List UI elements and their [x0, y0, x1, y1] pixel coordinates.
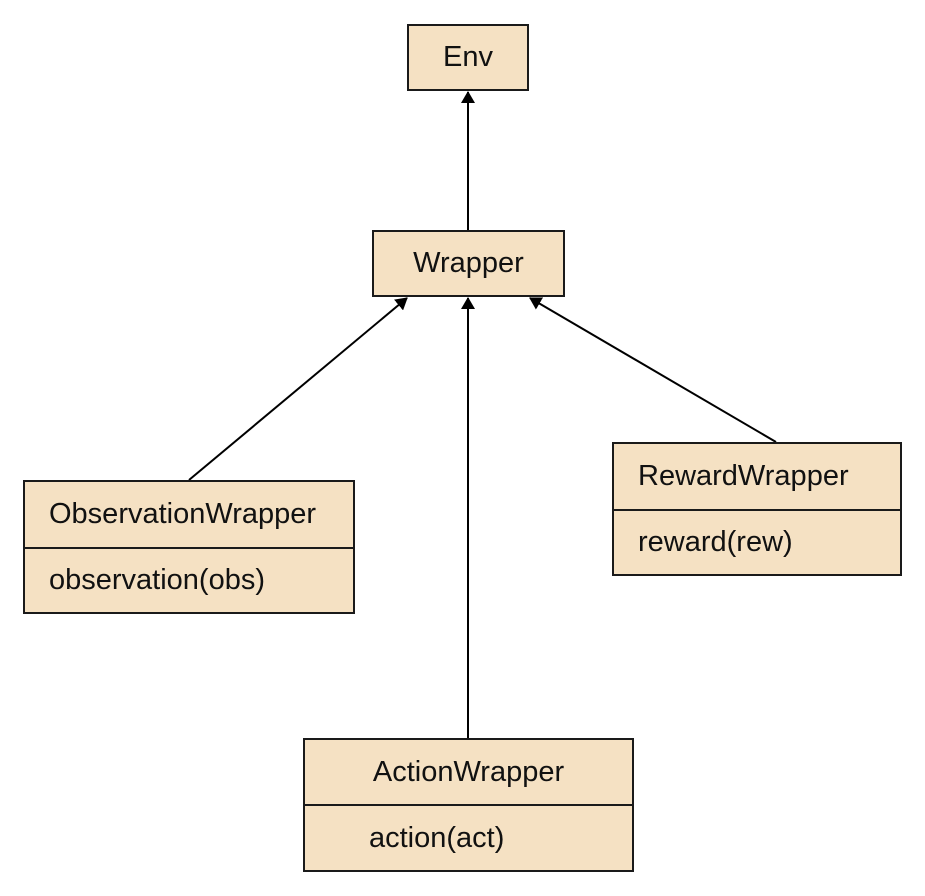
env-class-name: Env: [443, 41, 493, 73]
edge-observationwrapper-to-wrapper: [188, 297, 408, 481]
actionwrapper-class-box: ActionWrapper action(act): [303, 738, 634, 872]
observationwrapper-class-box: ObservationWrapper observation(obs): [23, 480, 355, 614]
edge-rewardwrapper-to-wrapper: [529, 297, 777, 443]
rewardwrapper-class-name: RewardWrapper: [638, 460, 849, 492]
wrapper-class-box: Wrapper: [372, 230, 565, 297]
wrapper-class-name: Wrapper: [413, 247, 524, 279]
actionwrapper-class-name: ActionWrapper: [372, 755, 565, 788]
observationwrapper-class-name: ObservationWrapper: [49, 498, 317, 530]
env-class-box: Env: [407, 24, 529, 91]
actionwrapper-method: action(act): [305, 804, 632, 870]
observationwrapper-method: observation(obs): [25, 547, 353, 612]
rewardwrapper-method: reward(rew): [614, 509, 900, 574]
rewardwrapper-class-box: RewardWrapper reward(rew): [612, 442, 902, 576]
